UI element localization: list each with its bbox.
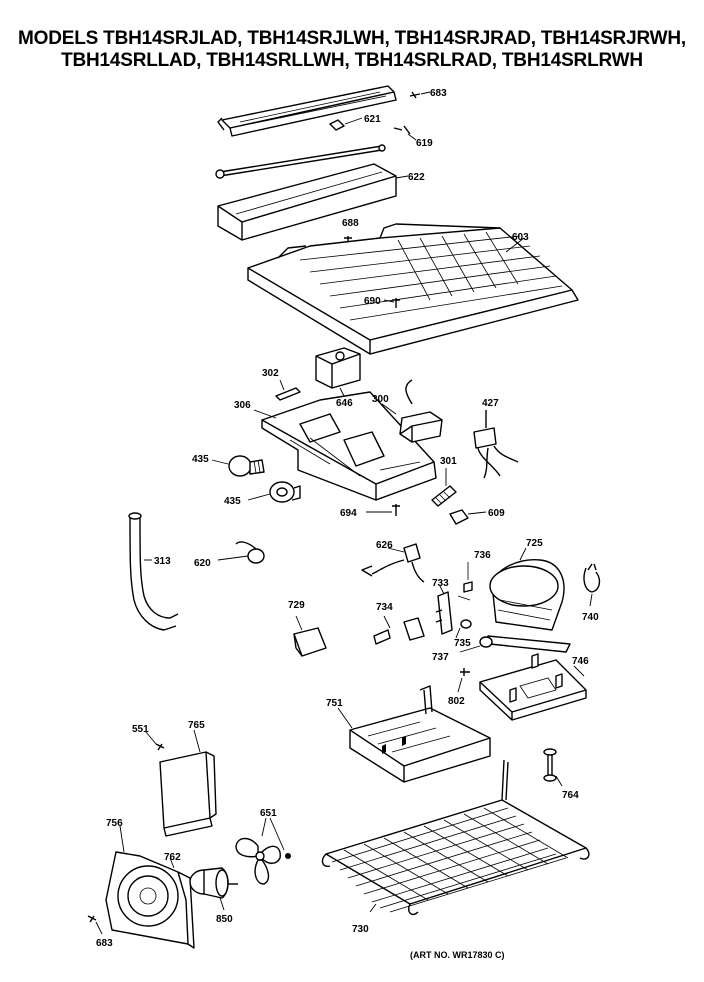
part-694-screw bbox=[366, 504, 400, 516]
part-734-strap bbox=[373, 615, 425, 645]
callout-619: 619 bbox=[416, 138, 433, 149]
part-735-cap bbox=[455, 619, 472, 639]
callout-435-bulb: 435 bbox=[192, 454, 209, 465]
callout-733: 733 bbox=[432, 578, 449, 589]
part-622-shaft bbox=[215, 144, 386, 179]
part-609-clip bbox=[449, 509, 487, 525]
callout-651: 651 bbox=[260, 808, 277, 819]
part-746-plate bbox=[479, 653, 587, 721]
part-729-overload bbox=[293, 615, 327, 657]
part-762-bracket bbox=[169, 857, 175, 869]
part-683-screw-bottom bbox=[87, 915, 103, 935]
callout-729: 729 bbox=[288, 600, 305, 611]
part-737-grommet bbox=[459, 636, 493, 653]
part-551-screw bbox=[145, 731, 165, 751]
callout-603: 603 bbox=[512, 232, 529, 243]
callout-621: 621 bbox=[364, 114, 381, 125]
part-622-channel bbox=[217, 163, 409, 241]
callout-683-top: 683 bbox=[430, 88, 447, 99]
part-646-control bbox=[315, 347, 361, 397]
part-621-rail bbox=[217, 85, 397, 137]
callout-735: 735 bbox=[454, 638, 471, 649]
callout-622: 622 bbox=[408, 172, 425, 183]
part-751-pan bbox=[337, 685, 491, 783]
art-number: (ART NO. WR17830 C) bbox=[410, 950, 505, 960]
callout-620: 620 bbox=[194, 558, 211, 569]
models-title-line-2: TBH14SRLLAD, TBH14SRLLWH, TBH14SRLRAD, T… bbox=[61, 50, 643, 71]
callout-694: 694 bbox=[340, 508, 357, 519]
callout-740: 740 bbox=[582, 612, 599, 623]
part-730-condenser bbox=[321, 759, 590, 916]
part-651-fan-blade bbox=[235, 817, 291, 885]
models-title-line-1: MODELS TBH14SRJLAD, TBH14SRJLWH, TBH14SR… bbox=[18, 28, 686, 49]
part-733-relay bbox=[435, 585, 453, 635]
part-802-screw bbox=[457, 668, 470, 693]
part-683-screw-top bbox=[409, 91, 431, 99]
part-850-motor bbox=[189, 867, 238, 911]
callout-609: 609 bbox=[488, 508, 505, 519]
callout-427: 427 bbox=[482, 398, 499, 409]
callout-688: 688 bbox=[342, 218, 359, 229]
part-313-tube bbox=[128, 512, 179, 631]
part-740-hanger bbox=[583, 563, 601, 607]
callout-302: 302 bbox=[262, 368, 279, 379]
part-435-socket bbox=[247, 481, 301, 503]
callout-764: 764 bbox=[562, 790, 579, 801]
part-301-screw bbox=[431, 468, 457, 507]
callout-301: 301 bbox=[440, 456, 457, 467]
part-765-duct bbox=[159, 729, 217, 837]
callout-802: 802 bbox=[448, 696, 465, 707]
callout-313: 313 bbox=[154, 556, 171, 567]
callout-762: 762 bbox=[164, 852, 181, 863]
callout-551: 551 bbox=[132, 724, 149, 735]
part-764-screw bbox=[543, 748, 563, 787]
part-620-damper bbox=[217, 541, 265, 564]
part-619-rod bbox=[393, 125, 417, 141]
callout-435-socket: 435 bbox=[224, 496, 241, 507]
callout-646: 646 bbox=[336, 398, 353, 409]
callout-746: 746 bbox=[572, 656, 589, 667]
callout-300: 300 bbox=[372, 394, 389, 405]
callout-751: 751 bbox=[326, 698, 343, 709]
part-435-bulb bbox=[211, 455, 265, 477]
callout-736: 736 bbox=[474, 550, 491, 561]
callout-737: 737 bbox=[432, 652, 449, 663]
callout-725: 725 bbox=[526, 538, 543, 549]
part-736-grommet bbox=[457, 562, 473, 601]
callout-730: 730 bbox=[352, 924, 369, 935]
callout-690: 690 bbox=[364, 296, 381, 307]
callout-756: 756 bbox=[106, 818, 123, 829]
part-725-compressor bbox=[487, 547, 571, 653]
callout-683-bottom: 683 bbox=[96, 938, 113, 949]
callout-626: 626 bbox=[376, 540, 393, 551]
part-603-cover bbox=[247, 223, 579, 355]
callout-306: 306 bbox=[234, 400, 251, 411]
part-300-switch bbox=[381, 379, 443, 443]
part-756-shroud bbox=[105, 825, 195, 949]
callout-734: 734 bbox=[376, 602, 393, 613]
part-302-pin bbox=[275, 379, 301, 401]
callout-765: 765 bbox=[188, 720, 205, 731]
callout-850: 850 bbox=[216, 914, 233, 925]
part-427-harness bbox=[473, 410, 519, 479]
part-626-cord bbox=[361, 543, 425, 583]
